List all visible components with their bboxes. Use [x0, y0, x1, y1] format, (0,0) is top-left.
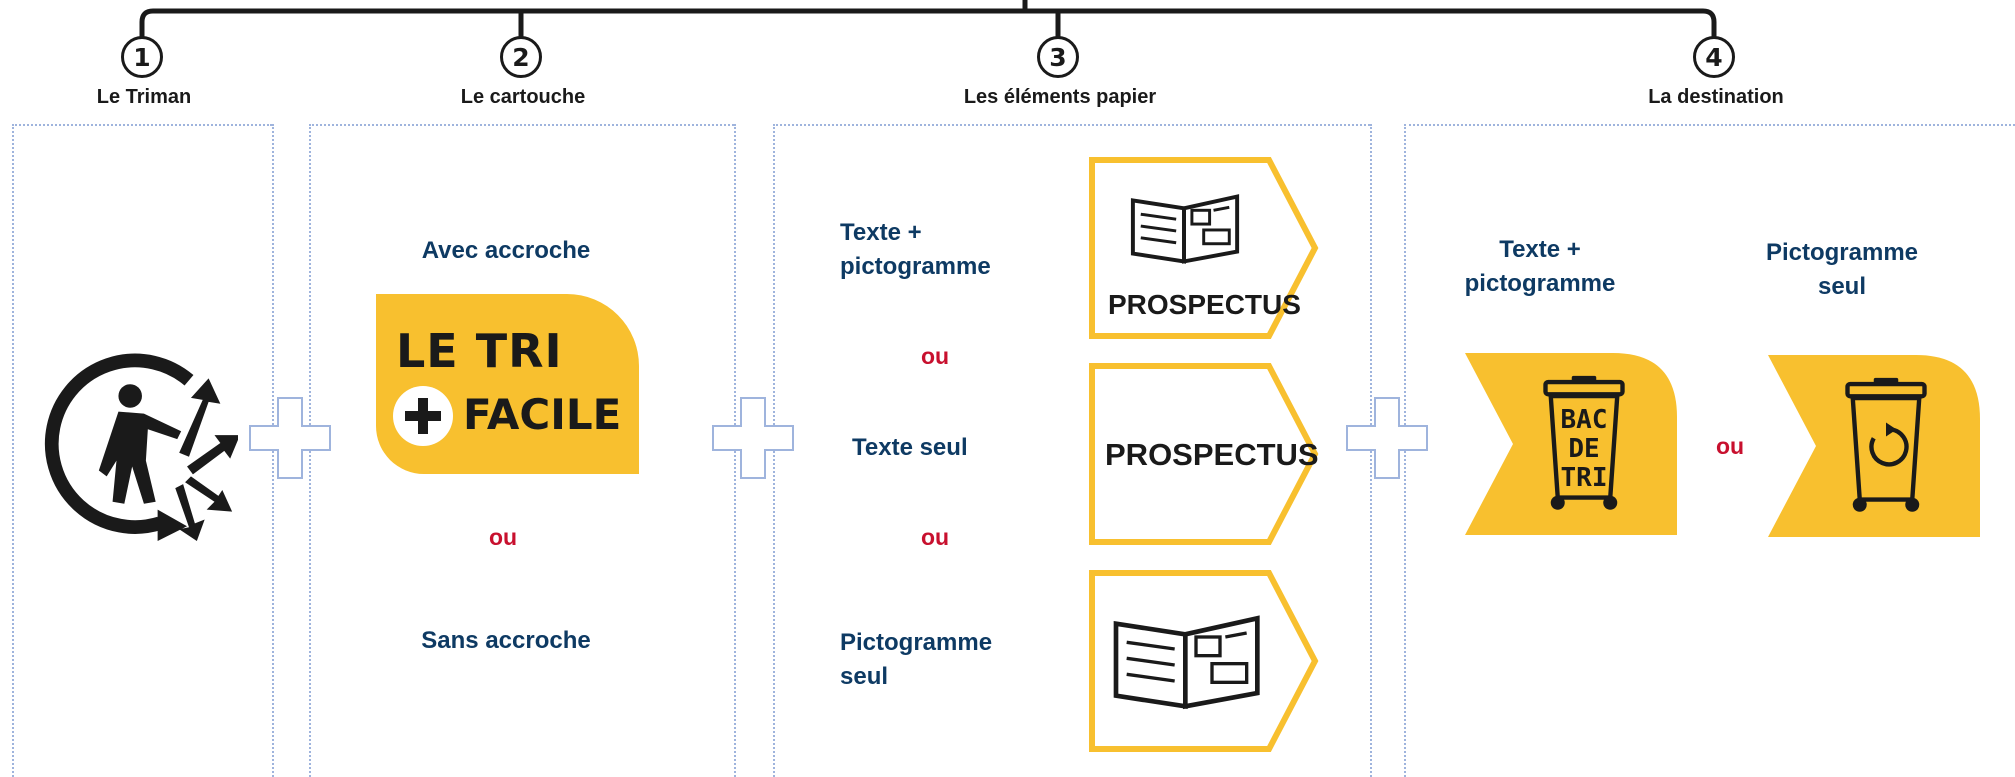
with-tagline-label: Avec accroche	[421, 237, 591, 264]
text-picto-label: Texte + pictogramme	[840, 216, 991, 284]
or-separator: ou	[488, 524, 518, 550]
panel-border-top-4	[1404, 124, 2015, 126]
destination-badge	[1465, 353, 1677, 535]
prospectus-text: PROSPECTUS	[1105, 437, 1319, 472]
text-picto-line2: pictogramme	[840, 253, 991, 280]
step-title-3: Les éléments papier	[963, 86, 1157, 108]
plus-circle-icon	[393, 386, 453, 446]
step-title-4: La destination	[1648, 86, 1784, 108]
step-title-2: Le cartouche	[460, 86, 586, 108]
bin-line1: BAC	[1560, 405, 1608, 435]
bin-line2: DE	[1568, 434, 1600, 464]
plus-icon	[712, 397, 794, 479]
dest-picto-only-line1: Pictogramme	[1765, 239, 1919, 266]
dest-picto-only-label: Pictogramme seul	[1742, 236, 1942, 304]
panel-border-left-1	[12, 124, 14, 777]
triman-logo-icon	[44, 353, 238, 541]
plus-icon	[249, 397, 331, 479]
cartouche-badge: LE TRI FACILE	[376, 294, 639, 474]
step-number-4: 4	[1693, 36, 1735, 78]
plus-icon	[1346, 397, 1428, 479]
cartouche-line2: FACILE	[463, 390, 622, 439]
book-icon	[1130, 194, 1240, 264]
step-number-2: 2	[500, 36, 542, 78]
prospectus-text: PROSPECTUS	[1108, 289, 1301, 320]
dest-text-picto-line1: Texte +	[1499, 236, 1581, 263]
destination-badge	[1768, 355, 1980, 537]
step-title-1: Le Triman	[96, 86, 192, 108]
or-separator: ou	[920, 343, 950, 369]
step-number-1: 1	[121, 36, 163, 78]
panel-border-top-1	[12, 124, 272, 126]
picto-only-line1: Pictogramme	[840, 629, 993, 656]
or-separator: ou	[920, 524, 950, 550]
panel-border-top-2	[309, 124, 734, 126]
cartouche-line1: LE TRI	[396, 324, 563, 378]
text-only-label: Texte seul	[852, 434, 968, 461]
bin-icon	[1543, 375, 1625, 510]
dest-text-picto-label: Texte + pictogramme	[1440, 233, 1640, 301]
or-separator: ou	[1715, 433, 1745, 459]
bin-line3: TRI	[1560, 463, 1608, 493]
dest-picto-only-line2: seul	[1817, 273, 1867, 300]
picto-only-label: Pictogramme seul	[840, 626, 992, 694]
text-picto-line1: Texte +	[840, 219, 922, 246]
panel-border-top-3	[773, 124, 1370, 126]
dest-text-picto-line2: pictogramme	[1464, 270, 1616, 297]
step-number-3: 3	[1037, 36, 1079, 78]
book-icon	[1113, 615, 1260, 710]
recycling-bin-icon	[1845, 377, 1927, 512]
without-tagline-label: Sans accroche	[421, 627, 591, 654]
picto-only-line2: seul	[840, 663, 889, 690]
prospectus-tag-frame	[1089, 363, 1319, 545]
bin-label: BAC DE TRI	[1556, 406, 1612, 493]
